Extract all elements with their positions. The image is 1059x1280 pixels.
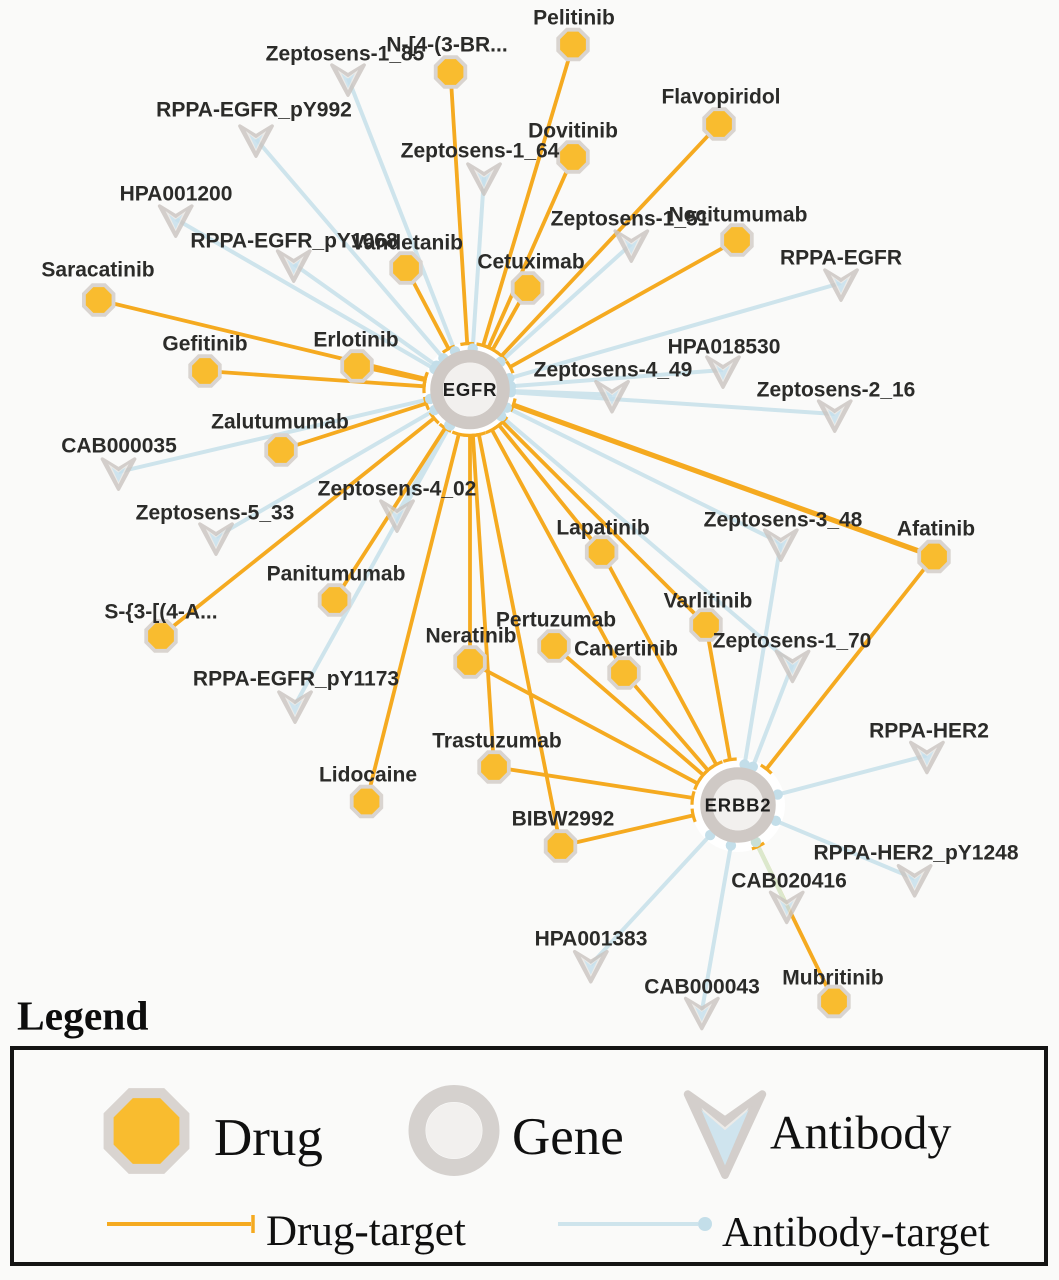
svg-text:RPPA-HER2_pY1248: RPPA-HER2_pY1248 — [813, 842, 1018, 865]
svg-text:Dovitinib: Dovitinib — [528, 120, 618, 143]
svg-text:Zeptosens-1_51: Zeptosens-1_51 — [551, 208, 710, 231]
svg-text:S-{3-[(4-A...: S-{3-[(4-A... — [104, 601, 217, 624]
svg-text:Zeptosens-1_70: Zeptosens-1_70 — [713, 630, 872, 653]
svg-text:CAB000035: CAB000035 — [61, 435, 177, 458]
svg-text:Panitumumab: Panitumumab — [267, 563, 406, 586]
svg-text:EGFR: EGFR — [443, 379, 498, 400]
svg-text:Zeptosens-2_16: Zeptosens-2_16 — [757, 379, 916, 402]
svg-text:Antibody: Antibody — [770, 1107, 951, 1160]
svg-text:Afatinib: Afatinib — [897, 518, 975, 541]
svg-text:HPA001200: HPA001200 — [120, 183, 233, 206]
svg-text:Lapatinib: Lapatinib — [556, 517, 649, 540]
svg-text:Zeptosens-3_48: Zeptosens-3_48 — [704, 509, 863, 532]
svg-text:Zeptosens-1_85: Zeptosens-1_85 — [266, 43, 425, 66]
svg-text:BIBW2992: BIBW2992 — [512, 808, 615, 831]
svg-text:Drug-target: Drug-target — [266, 1208, 466, 1255]
svg-text:Necitumumab: Necitumumab — [669, 204, 808, 227]
svg-text:Zalutumumab: Zalutumumab — [211, 411, 349, 434]
svg-text:Saracatinib: Saracatinib — [41, 259, 154, 282]
svg-text:Zeptosens-4_49: Zeptosens-4_49 — [534, 359, 693, 382]
svg-text:RPPA-HER2: RPPA-HER2 — [869, 720, 989, 743]
svg-text:RPPA-EGFR_pY1068: RPPA-EGFR_pY1068 — [190, 230, 398, 253]
svg-text:Zeptosens-4_02: Zeptosens-4_02 — [318, 478, 477, 501]
svg-text:Zeptosens-1_64: Zeptosens-1_64 — [401, 140, 560, 163]
svg-text:ERBB2: ERBB2 — [705, 795, 772, 816]
svg-text:Drug: Drug — [214, 1109, 323, 1167]
svg-text:Neratinib: Neratinib — [425, 625, 516, 648]
svg-text:Gefitinib: Gefitinib — [162, 333, 247, 356]
svg-text:Legend: Legend — [17, 993, 148, 1039]
svg-text:RPPA-EGFR: RPPA-EGFR — [780, 247, 902, 270]
svg-text:Antibody-target: Antibody-target — [722, 1210, 990, 1256]
svg-text:Zeptosens-5_33: Zeptosens-5_33 — [136, 502, 295, 525]
svg-text:CAB000043: CAB000043 — [644, 976, 760, 999]
svg-text:Mubritinib: Mubritinib — [782, 967, 883, 990]
svg-text:Cetuximab: Cetuximab — [477, 251, 584, 274]
svg-text:HPA018530: HPA018530 — [668, 336, 781, 359]
svg-text:Vandetanib: Vandetanib — [351, 232, 463, 255]
svg-text:Pertuzumab: Pertuzumab — [496, 609, 616, 632]
svg-text:Erlotinib: Erlotinib — [313, 329, 398, 352]
svg-text:N-[4-(3-BR...: N-[4-(3-BR... — [386, 34, 507, 57]
svg-text:RPPA-EGFR_pY1173: RPPA-EGFR_pY1173 — [193, 668, 399, 691]
svg-text:Flavopiridol: Flavopiridol — [661, 86, 780, 109]
svg-text:Varlitinib: Varlitinib — [664, 590, 753, 613]
svg-text:CAB020416: CAB020416 — [731, 870, 847, 893]
svg-text:Trastuzumab: Trastuzumab — [432, 730, 562, 753]
svg-text:Gene: Gene — [512, 1108, 624, 1166]
svg-text:HPA001383: HPA001383 — [535, 928, 648, 951]
svg-text:Canertinib: Canertinib — [574, 638, 678, 661]
svg-text:Pelitinib: Pelitinib — [533, 7, 615, 30]
svg-text:Lidocaine: Lidocaine — [319, 764, 417, 787]
svg-text:RPPA-EGFR_pY992: RPPA-EGFR_pY992 — [156, 99, 352, 122]
